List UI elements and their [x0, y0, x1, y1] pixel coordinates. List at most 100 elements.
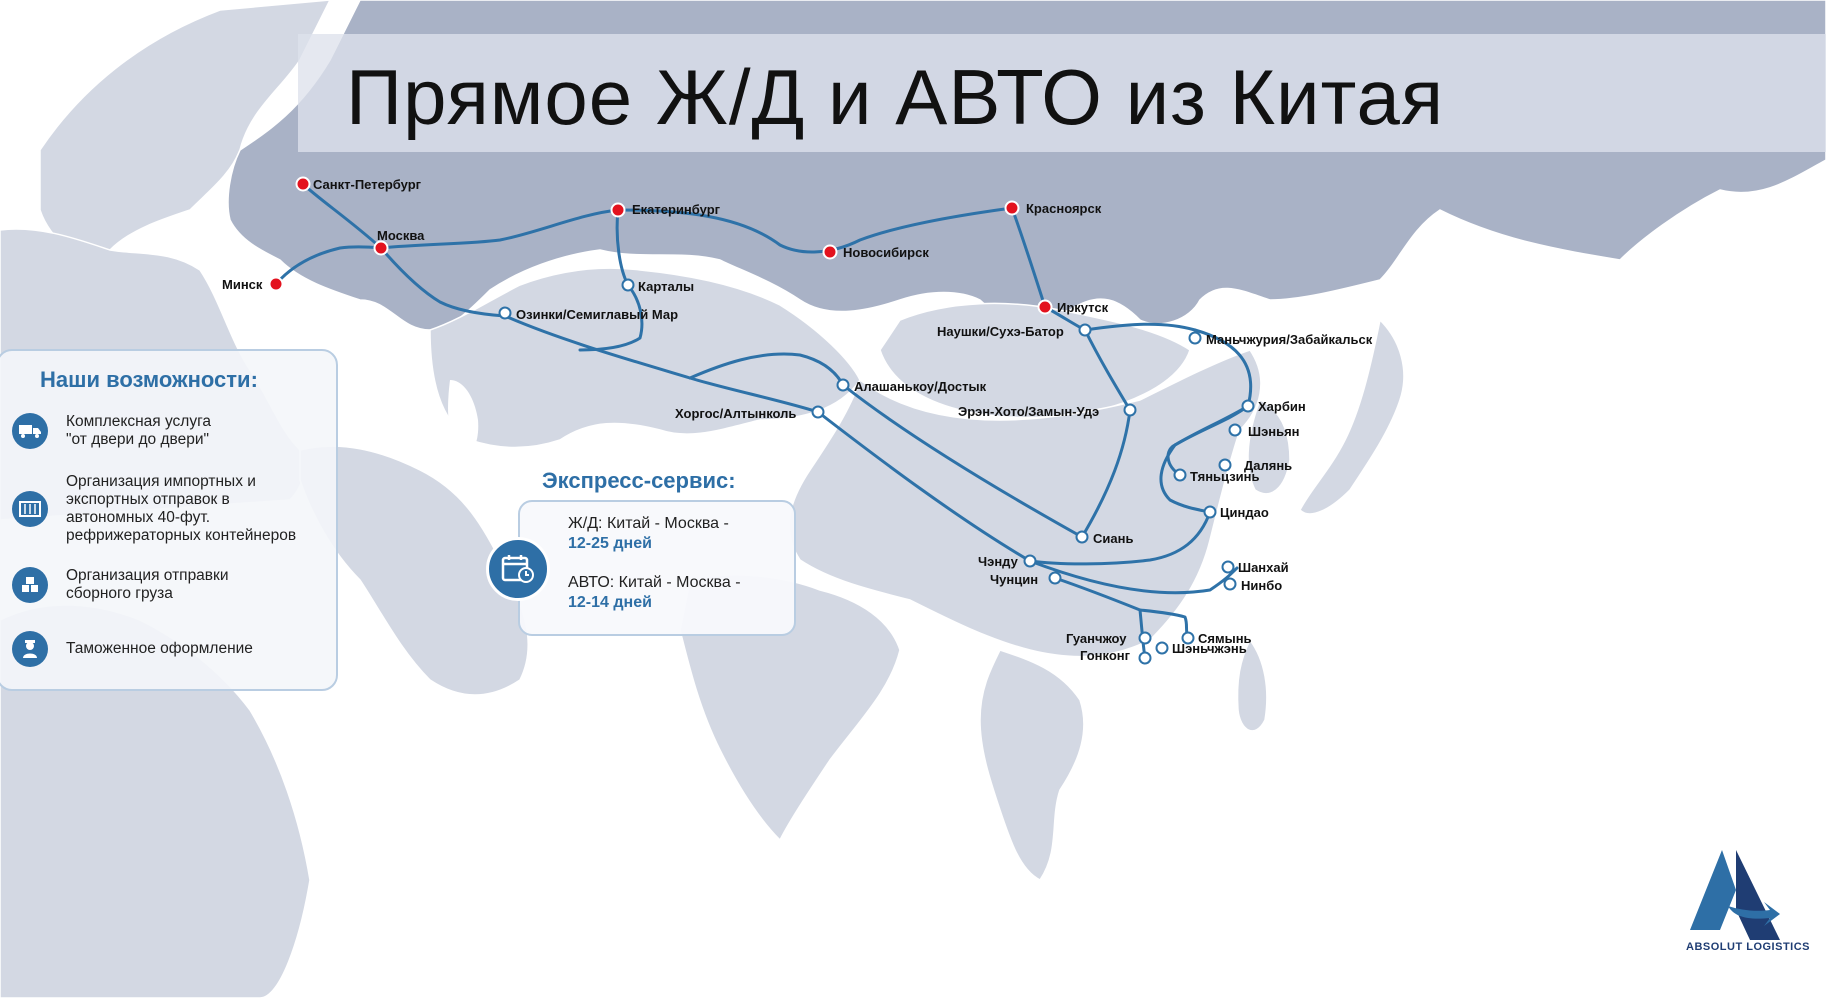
label-shenyang: Шэньян	[1248, 424, 1300, 439]
station-marker-chongqing	[1048, 571, 1062, 585]
label-guangzhou: Гуанчжоу	[1066, 631, 1127, 646]
india-land	[679, 574, 901, 842]
capabilities-panel: Наши возможности: Комплексная услуга "от…	[0, 349, 338, 691]
station-marker-horgos	[811, 405, 825, 419]
container-icon	[12, 491, 48, 527]
route-alashan-xian	[841, 383, 1084, 539]
mongolia-land	[879, 302, 1191, 419]
express-rail-days: 12-25 дней	[568, 535, 652, 552]
route-ekb-kartaly	[578, 208, 644, 352]
capability-door-to-door: Комплексная услуга "от двери до двери"	[12, 413, 336, 449]
station-marker-shenzhen	[1155, 641, 1169, 655]
label-manchuria: Маньчжурия/Забайкальск	[1206, 332, 1373, 347]
label-naushki: Наушки/Сухэ-Батор	[937, 324, 1064, 339]
station-marker-tianjin	[1173, 468, 1187, 482]
capability-text: Таможенное оформление	[66, 640, 253, 657]
route-krsk-irk	[1010, 206, 1047, 309]
station-marker-ningbo	[1223, 577, 1237, 591]
express-auto-days: 12-14 дней	[568, 594, 652, 611]
route-central-alashan	[688, 352, 845, 387]
southeast-asia-land	[979, 649, 1085, 881]
capability-groupage: Организация отправки сборного груза	[12, 567, 336, 603]
customs-officer-icon	[12, 631, 48, 667]
label-ozinki: Озинки/Семиглавый Мар	[516, 307, 678, 322]
label-horgos: Хоргос/Алтынколь	[675, 406, 796, 421]
station-marker-hongkong	[1138, 651, 1152, 665]
route-naushki-erenhot	[1083, 328, 1132, 412]
city-marker-minsk	[268, 276, 284, 292]
route-south-xiamen	[1138, 608, 1190, 640]
label-alashan: Алашанькоу/Достык	[854, 379, 987, 394]
station-marker-xiamen	[1181, 631, 1195, 645]
station-marker-xian	[1075, 530, 1089, 544]
express-rail-label: Ж/Д: Китай - Москва -	[568, 515, 729, 532]
route-tianjin-qingdao	[1159, 443, 1212, 514]
city-marker-nsk	[822, 244, 838, 260]
label-xiamen: Сямынь	[1198, 631, 1252, 646]
map-labels: Санкт-Петербург Москва Минск Екатеринбур…	[222, 177, 1373, 663]
route-ekb-nsk-krsk	[616, 206, 1014, 254]
truck-icon	[12, 413, 48, 449]
label-krsk: Красноярск	[1026, 201, 1102, 216]
station-marker-dalian	[1218, 458, 1232, 472]
boxes-icon	[12, 567, 48, 603]
label-harbin: Харбин	[1258, 399, 1306, 414]
label-dalian: Далянь	[1244, 458, 1292, 473]
express-auto-label: АВТО: Китай - Москва -	[568, 574, 741, 591]
route-qingdao-chengdu	[1028, 510, 1212, 566]
caspian-sea	[448, 380, 479, 456]
label-tianjin: Тяньцзинь	[1190, 469, 1260, 484]
city-markers	[268, 176, 1053, 315]
capability-text: Организация отправки сборного груза	[66, 567, 229, 602]
city-marker-krsk	[1004, 200, 1020, 216]
route-minsk-moscow	[274, 245, 383, 286]
station-marker-shanghai	[1221, 560, 1235, 574]
label-minsk: Минск	[222, 277, 263, 292]
route-ozinki-central	[503, 314, 692, 380]
central-asia-land	[429, 267, 861, 449]
label-chongqing: Чунцин	[990, 572, 1038, 587]
label-nsk: Новосибирск	[843, 245, 929, 260]
station-marker-erenhot	[1123, 403, 1137, 417]
label-moscow: Москва	[377, 228, 425, 243]
station-marker-shenyang	[1228, 423, 1242, 437]
capability-text: Организация импортных и экспортных отпра…	[66, 473, 297, 544]
label-xian: Сиань	[1093, 531, 1133, 546]
station-markers	[498, 278, 1255, 665]
label-irk: Иркутск	[1057, 300, 1109, 315]
capability-reefer: Организация импортных и экспортных отпра…	[12, 473, 336, 545]
label-qingdao: Циндао	[1220, 505, 1269, 520]
route-moscow-ozinki	[379, 246, 507, 318]
station-marker-naushki	[1078, 323, 1092, 337]
label-hongkong: Гонконг	[1080, 648, 1131, 663]
city-marker-irk	[1037, 299, 1053, 315]
station-marker-qingdao	[1203, 505, 1217, 519]
city-marker-ekb	[610, 202, 626, 218]
page-title: Прямое Ж/Д и АВТО из Китая	[346, 53, 1445, 141]
station-marker-manchuria	[1188, 331, 1202, 345]
route-chengdu-south	[1028, 559, 1239, 595]
capabilities-title: Наши возможности:	[40, 367, 258, 392]
routes	[274, 182, 1253, 660]
label-chengdu: Чэнду	[978, 554, 1019, 569]
logo-text: ABSOLUT LOGISTICS	[1686, 941, 1810, 953]
absolut-logistics-logo-icon	[1690, 850, 1780, 940]
title-band	[298, 34, 1826, 152]
label-kartaly: Карталы	[638, 279, 694, 294]
calendar-clock-icon	[486, 537, 550, 601]
label-erenhot: Эрэн-Хото/Замын-Удэ	[958, 404, 1099, 419]
route-spb-moscow	[301, 182, 383, 250]
label-shenzhen: Шэньчжэнь	[1172, 641, 1247, 656]
city-marker-moscow	[373, 240, 389, 256]
route-irk-manchuria	[1083, 322, 1197, 332]
station-marker-alashan	[836, 378, 850, 392]
express-title: Экспресс-сервис:	[542, 468, 736, 493]
route-moscow-ekb	[379, 208, 620, 250]
station-marker-kartaly	[621, 278, 635, 292]
route-erenhot-xian	[1080, 408, 1132, 539]
station-marker-chengdu	[1023, 554, 1037, 568]
station-marker-guangzhou	[1138, 631, 1152, 645]
korea-land	[1247, 398, 1291, 495]
japan-land	[1299, 318, 1405, 515]
label-spb: Санкт-Петербург	[313, 177, 422, 192]
